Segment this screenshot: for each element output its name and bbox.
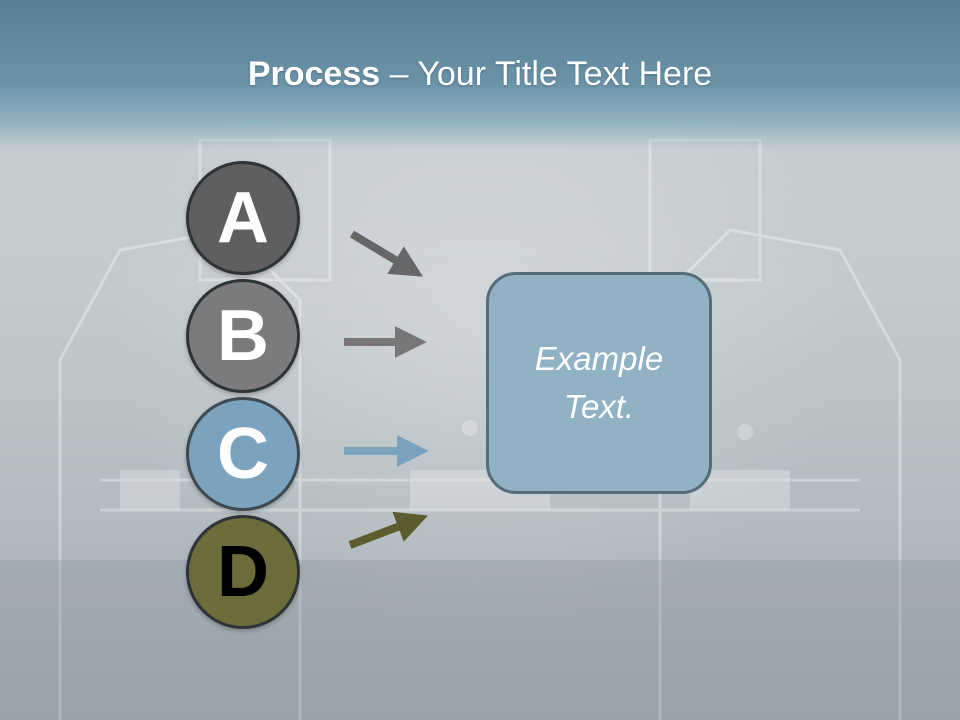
title-bar [0, 0, 960, 150]
step-circle-d: D [186, 515, 300, 629]
step-circle-a: A [186, 161, 300, 275]
step-letter-c: C [217, 414, 269, 494]
title-bold: Process [247, 55, 381, 93]
step-letter-a: A [217, 178, 269, 258]
arrow-a [349, 230, 423, 277]
result-box-text: Example Text. [534, 340, 664, 425]
arrow-d [348, 511, 428, 549]
step-letter-b: B [217, 296, 269, 376]
slide-title: Process – Your Title Text Here [0, 52, 960, 96]
title-rest: – Your Title Text Here [380, 55, 713, 93]
step-letter-d: D [217, 532, 269, 612]
result-box: Example Text. [486, 272, 712, 494]
step-circle-c: C [186, 397, 300, 511]
step-circle-b: B [186, 279, 300, 393]
